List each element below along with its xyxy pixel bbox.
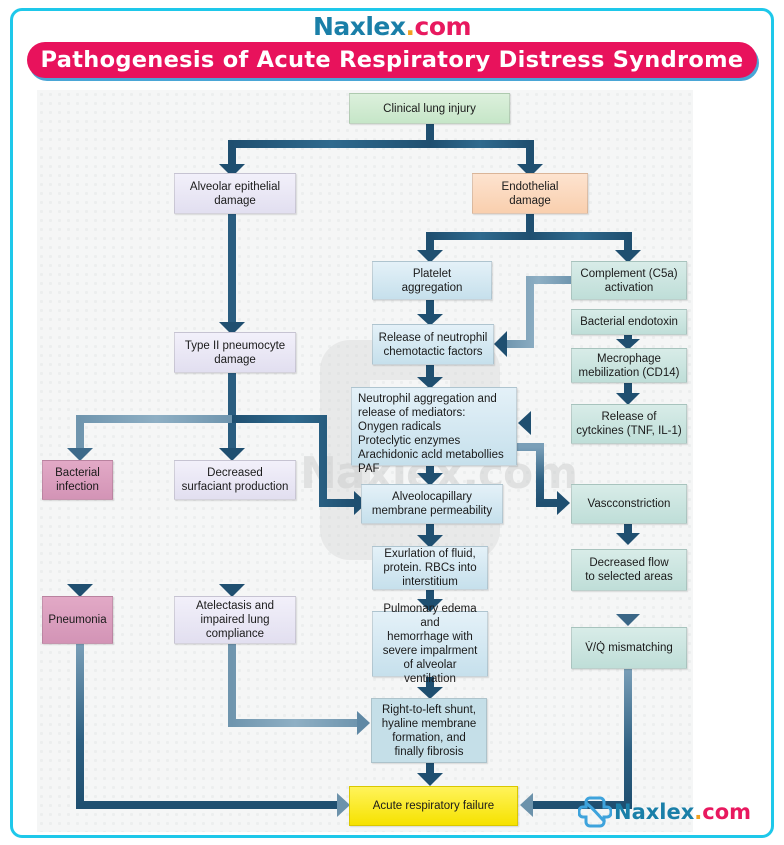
node-type2-pneumocyte-damage: Type II pneumocyte damage xyxy=(174,332,296,373)
node-alveolar-epithelial-damage: Alveolar epithelial damage xyxy=(174,173,296,214)
node-release-neutrophil-factors: Release of neutrophil chemotactic factor… xyxy=(372,324,494,365)
node-pneumonia: Pneumonia xyxy=(42,596,113,644)
arrow-type2-split xyxy=(76,372,355,507)
arrowhead xyxy=(417,773,443,786)
arrowhead xyxy=(219,448,245,461)
node-vq-mismatching: V̇/Q̇ mismatching xyxy=(571,627,687,669)
node-neutrophil-aggregation: Neutrophil aggregation and release of me… xyxy=(351,387,517,475)
arrow-vq-to-failure xyxy=(532,669,632,809)
arrowhead xyxy=(616,533,640,545)
arrow-aggregation-to-vasoconstriction xyxy=(517,443,558,507)
node-bacterial-endotoxin: Bacterial endotoxin xyxy=(571,309,687,335)
node-acute-respiratory-failure: Acute respiratory failure xyxy=(349,786,518,826)
arrowhead xyxy=(417,535,443,548)
arrowhead xyxy=(417,314,443,326)
node-pulmonary-edema: Pulmonary edema and hemorrhage with seve… xyxy=(372,603,488,685)
node-atelectasis: Atelectasis and impaired lung compliance xyxy=(174,596,296,644)
node-decreased-flow: Decreased flow to selected areas xyxy=(571,549,687,591)
arrowhead xyxy=(219,584,245,597)
arrowhead xyxy=(357,711,370,735)
node-decreased-surfactant: Decreased surfaciant production xyxy=(174,460,296,500)
arrowhead xyxy=(615,250,641,263)
arrowhead xyxy=(417,250,443,263)
node-right-to-left-shunt: Right-to-left shunt, hyaline membrane fo… xyxy=(371,698,487,763)
arrowhead xyxy=(67,584,93,597)
arrowhead xyxy=(417,377,443,389)
brand-logo-bottom: Naxlex.com xyxy=(578,794,751,830)
node-clinical-lung-injury: Clinical lung injury xyxy=(349,93,510,124)
arrowhead xyxy=(219,164,245,177)
node-macrophage-mobilization: Mecrophage mebilization (CD14) xyxy=(571,348,687,383)
arrowhead xyxy=(616,393,640,405)
node-release-cytokines: Release of cytckines (TNF, IL-1) xyxy=(571,404,687,444)
arrowhead xyxy=(417,599,443,612)
arrowhead xyxy=(219,322,245,335)
arrowhead xyxy=(518,411,531,435)
arrowhead xyxy=(417,687,443,699)
arrowhead xyxy=(616,339,640,350)
arrow-endothelial-split xyxy=(426,213,632,253)
arrowhead xyxy=(67,448,93,461)
brand-logo-top: Naxlex.com xyxy=(312,12,472,41)
arrowhead xyxy=(354,491,367,515)
page-title: Pathogenesis of Acute Respiratory Distre… xyxy=(27,42,757,78)
arrow-pneumonia-to-failure xyxy=(76,643,338,809)
arrowhead xyxy=(517,164,543,177)
naxlex-cross-logo-icon xyxy=(578,796,612,828)
node-bacterial-infection: Bacterial infection xyxy=(42,460,113,500)
arrow-complement-to-release xyxy=(505,276,572,348)
arrowhead xyxy=(417,473,443,486)
arrowhead xyxy=(337,793,350,817)
arrow-atelectasis-to-shunt xyxy=(228,643,358,727)
arrow-injury-split xyxy=(228,123,534,168)
node-endothelial-damage: Endothelial damage xyxy=(472,173,588,214)
arrowhead xyxy=(616,614,640,626)
node-platelet-aggregation: Platelet aggregation xyxy=(372,261,492,300)
node-complement-activation: Complement (C5a) activation xyxy=(571,261,687,300)
node-alveolocapillary-permeability: Alveolocapillary membrane permeability xyxy=(361,484,503,524)
arrowhead xyxy=(494,331,507,357)
arrowhead xyxy=(520,793,533,817)
arrowhead xyxy=(557,491,570,515)
node-exudation: Exurlation of fluid, protein. RBCs into … xyxy=(372,546,488,590)
node-vasoconstriction: Vascconstriction xyxy=(571,484,687,524)
